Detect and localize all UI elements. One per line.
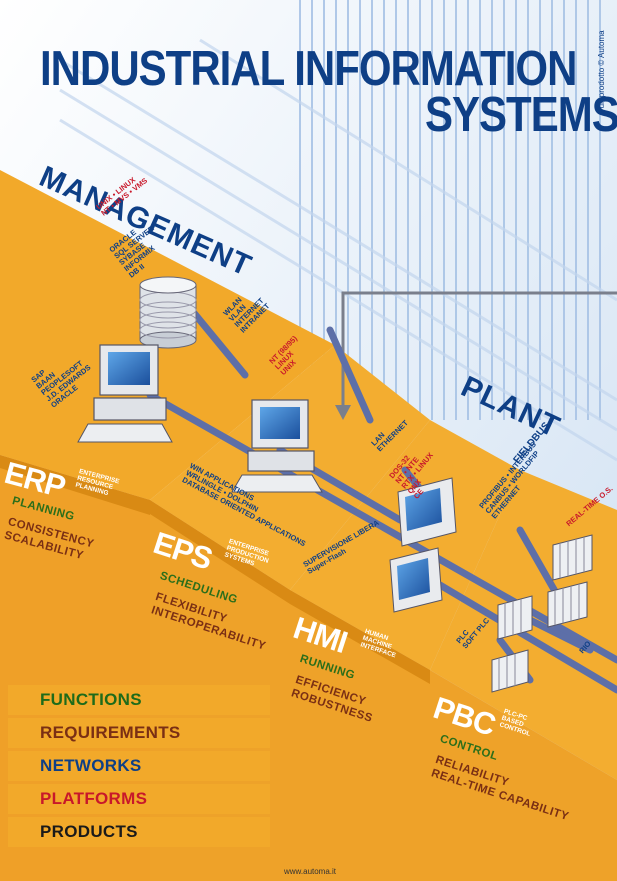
eps-edge	[150, 500, 290, 604]
legend-label: NETWORKS	[40, 756, 142, 775]
eps-computer-icon	[231, 399, 323, 493]
pbc-face	[430, 670, 617, 881]
legend-item-networks: NETWORKS	[8, 751, 270, 781]
page-title-line1: INDUSTRIAL INFORMATION	[40, 40, 577, 96]
diagonal-stripes	[59, 38, 617, 462]
publisher-credit: è un prodotto © Automa	[597, 30, 606, 115]
plc-racks	[491, 534, 593, 693]
legend-label: PLATFORMS	[40, 789, 148, 808]
hmi-panel-2	[389, 547, 443, 613]
legend-label: PRODUCTS	[40, 822, 138, 841]
erp-edge	[0, 455, 150, 515]
background-stripes	[299, 0, 601, 420]
hmi-panel-1	[397, 477, 457, 547]
page-title-line2: SYSTEMS	[425, 86, 617, 142]
erp-computer-icon	[77, 344, 173, 443]
plc-rack-details	[498, 537, 585, 690]
legend-label: REQUIREMENTS	[40, 723, 181, 742]
legend-item-platforms: PLATFORMS	[8, 784, 270, 814]
signal-arrow	[335, 405, 351, 420]
legend-item-functions: FUNCTIONS	[8, 685, 270, 715]
legend-item-requirements: REQUIREMENTS	[8, 718, 270, 748]
signal-line	[341, 291, 617, 410]
database-icon	[139, 276, 197, 349]
legend-item-products: PRODUCTS	[8, 817, 270, 847]
hmi-edge	[290, 590, 430, 684]
legend-label: FUNCTIONS	[40, 690, 142, 709]
footer-url: www.automa.it	[284, 867, 337, 876]
